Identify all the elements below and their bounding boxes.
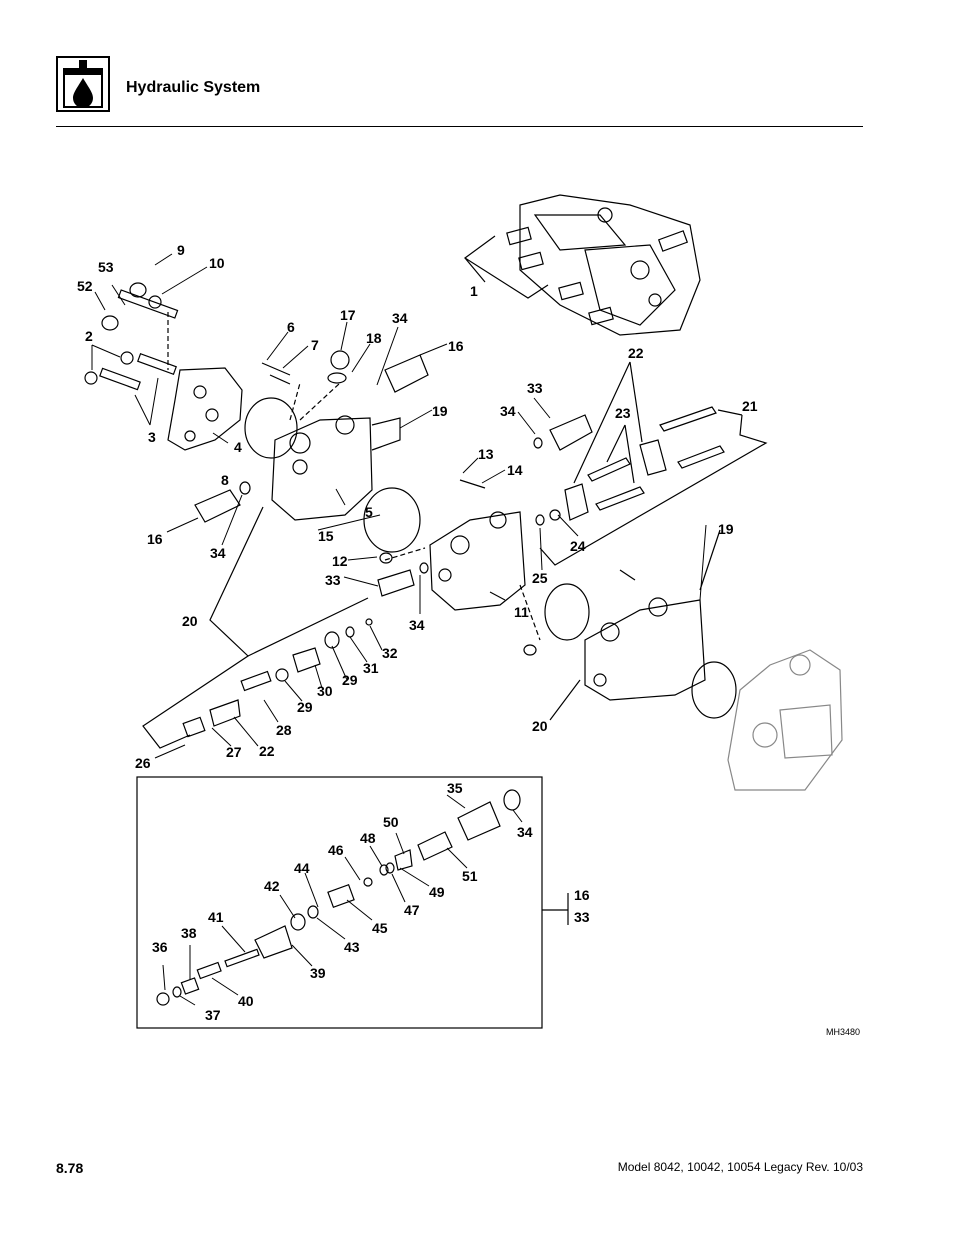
callout-38: 38 — [181, 925, 197, 941]
page-title: Hydraulic System — [126, 79, 261, 96]
callout-44: 44 — [294, 860, 310, 876]
inset-detail-box — [136, 776, 543, 1029]
callout-14: 14 — [507, 462, 523, 478]
callout-15: 15 — [318, 528, 334, 544]
callout-50: 50 — [383, 814, 399, 830]
valve-section-11 — [429, 511, 526, 611]
inlet-end-cap — [167, 367, 243, 451]
callout-3: 3 — [148, 429, 156, 445]
drawing-id: MH3480 — [826, 1027, 861, 1037]
callout-37: 37 — [205, 1007, 221, 1023]
callout-21: 21 — [742, 398, 758, 414]
callout-22: 22 — [628, 345, 644, 361]
callout-8: 8 — [221, 472, 229, 488]
callout-29: 29 — [297, 699, 313, 715]
callout-16: 16 — [147, 531, 163, 547]
callout-34: 34 — [392, 310, 408, 326]
callout-36: 36 — [152, 939, 168, 955]
callout-26: 26 — [135, 755, 151, 771]
callout-43: 43 — [344, 939, 360, 955]
callout-34: 34 — [500, 403, 516, 419]
callout-27: 27 — [226, 744, 242, 760]
callout-42: 42 — [264, 878, 280, 894]
callout-34: 34 — [517, 824, 533, 840]
callout-19: 19 — [432, 403, 448, 419]
callout-34: 34 — [409, 617, 425, 633]
callout-4: 4 — [234, 439, 242, 455]
callout-29: 29 — [342, 672, 358, 688]
callout-1: 1 — [470, 283, 478, 299]
callout-33: 33 — [574, 909, 590, 925]
callout-47: 47 — [404, 902, 420, 918]
callout-16: 16 — [574, 887, 590, 903]
callout-30: 30 — [317, 683, 333, 699]
callout-28: 28 — [276, 722, 292, 738]
callout-17: 17 — [340, 307, 356, 323]
callout-6: 6 — [287, 319, 295, 335]
callout-45: 45 — [372, 920, 388, 936]
callout-53: 53 — [98, 259, 114, 275]
header-divider — [56, 126, 863, 127]
callout-5: 5 — [365, 504, 373, 520]
callout-13: 13 — [478, 446, 494, 462]
callout-10: 10 — [209, 255, 225, 271]
callout-48: 48 — [360, 830, 376, 846]
model-revision-text: Model 8042, 10042, 10054 Legacy Rev. 10/… — [617, 1160, 863, 1174]
valve-section-5 — [271, 415, 401, 521]
callout-20: 20 — [182, 613, 198, 629]
callout-12: 12 — [332, 553, 348, 569]
valve-section-right — [584, 597, 706, 701]
callout-51: 51 — [462, 868, 478, 884]
callout-18: 18 — [366, 330, 382, 346]
valve-assembly-illustration — [506, 194, 701, 336]
callout-7: 7 — [311, 337, 319, 353]
outlet-end-cap — [727, 649, 843, 791]
callout-49: 49 — [429, 884, 445, 900]
callout-23: 23 — [615, 405, 631, 421]
callout-19: 19 — [718, 521, 734, 537]
callout-34: 34 — [210, 545, 226, 561]
callout-20: 20 — [532, 718, 548, 734]
hydraulic-drop-icon — [56, 56, 110, 112]
callout-35: 35 — [447, 780, 463, 796]
callout-22: 22 — [259, 743, 275, 759]
page-number: 8.78 — [56, 1160, 84, 1176]
callout-52: 52 — [77, 278, 93, 294]
callout-24: 24 — [570, 538, 586, 554]
callout-25: 25 — [532, 570, 548, 586]
callout-16: 16 — [448, 338, 464, 354]
callout-11: 11 — [514, 604, 529, 620]
callout-46: 46 — [328, 842, 344, 858]
callout-31: 31 — [363, 660, 379, 676]
callout-9: 9 — [177, 242, 185, 258]
callout-41: 41 — [208, 909, 224, 925]
callout-32: 32 — [382, 645, 398, 661]
callout-2: 2 — [85, 328, 93, 344]
callout-33: 33 — [325, 572, 341, 588]
callout-40: 40 — [238, 993, 254, 1009]
callout-39: 39 — [310, 965, 326, 981]
callout-33: 33 — [527, 380, 543, 396]
